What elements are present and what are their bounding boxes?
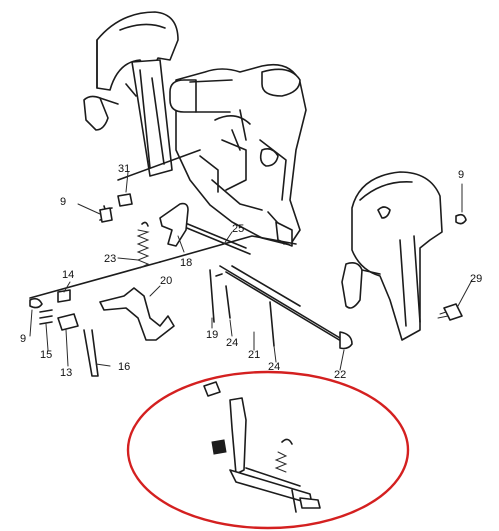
callout-21: 21 — [248, 349, 260, 361]
callout-23: 23 — [104, 253, 116, 265]
spring-23 — [136, 221, 150, 269]
callout-9-right: 9 — [458, 169, 464, 181]
highlight-circle — [126, 370, 410, 530]
left-clamp-bracket — [83, 11, 179, 177]
callout-31: 9 — [60, 196, 66, 208]
callout-labels: 31 9 9 29 18 23 25 14 9 15 13 16 20 19 2… — [20, 163, 482, 381]
inset-detail-assembly — [203, 381, 321, 513]
callout-16: 16 — [118, 361, 130, 373]
callout-22: 22 — [334, 369, 346, 381]
callout-25: 25 — [232, 223, 244, 235]
callout-24-b: 24 — [268, 361, 280, 373]
small-hardware-left — [29, 289, 99, 377]
callout-13: 13 — [60, 367, 72, 379]
callout-9-left: 9 — [20, 333, 26, 345]
tilt-lock-rods — [29, 149, 353, 350]
callout-19: 19 — [206, 329, 218, 341]
lever-18 — [159, 202, 189, 247]
callout-30: 31 — [118, 163, 130, 175]
pins — [209, 269, 275, 347]
link-20 — [99, 287, 175, 341]
callout-24-a: 24 — [226, 337, 238, 349]
callout-29: 29 — [470, 273, 482, 285]
bolts-30-31 — [99, 193, 133, 223]
callout-14: 14 — [62, 269, 74, 281]
swivel-housing — [169, 63, 307, 247]
callout-15: 15 — [40, 349, 52, 361]
callout-18: 18 — [180, 257, 192, 269]
bolts-right — [437, 213, 467, 321]
callout-20: 20 — [160, 275, 172, 287]
leader-lines — [29, 171, 473, 371]
right-clamp-bracket — [341, 171, 443, 341]
